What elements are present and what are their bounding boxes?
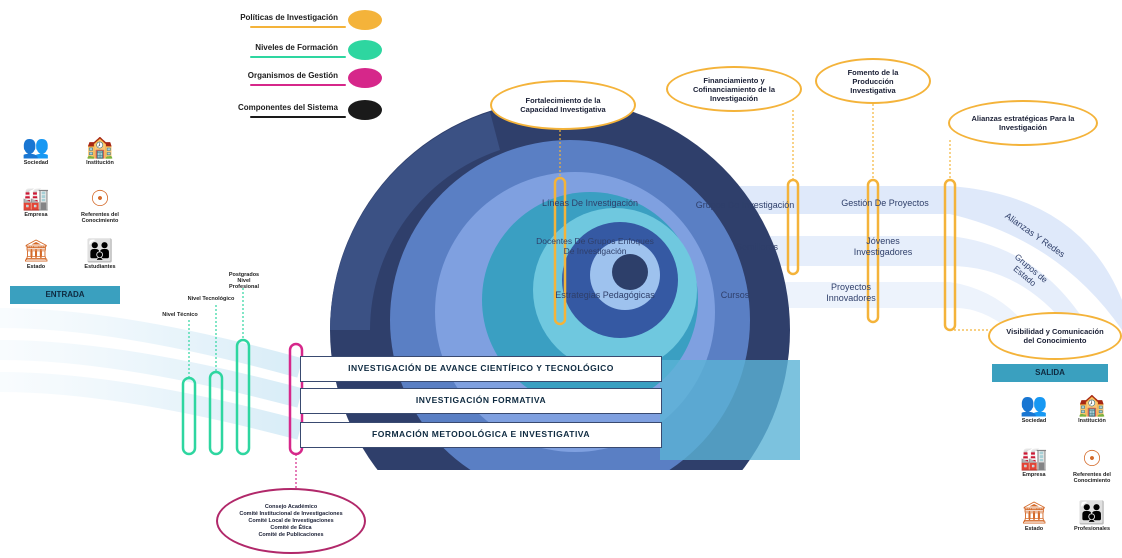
icon-label: Institución [1078,418,1106,424]
policy-tubes [553,176,957,332]
body-consejo: Consejo Académico [264,503,318,510]
label-cursos: Cursos [720,290,750,300]
icon-label: Profesionales [1073,526,1111,532]
label-docentes: Docentes De Grupos Enfoques De Investiga… [536,236,654,256]
entrada-society-icon: 👥 Sociedad [10,134,62,166]
legend-item-politicas: Políticas de Investigación [210,8,382,32]
label-proyectos: Proyectos Innovadores [826,282,876,303]
icon-label: Empresa [1022,472,1046,478]
entrada-state-icon: 🏛 Estado [10,238,62,270]
label-jovenes: Jóvenes Investigadores [853,236,913,257]
band-metodologica: FORMACIÓN METODOLÓGICA E INVESTIGATIVA [300,422,662,448]
entrada-students-icon: 👪 Estudiantes [74,238,126,270]
salida-state-icon: 🏛 Estado [1008,500,1060,532]
label-gestion: Gestión De Proyectos [841,198,929,208]
legend-dot [348,100,382,120]
salida-knowledge-icon: ☉ Referentes del Conocimiento [1066,446,1118,484]
icon-label: Empresa [24,212,48,218]
legend-dot [348,68,382,88]
icon-label: Institución [86,160,114,166]
legend-item-niveles: Niveles de Formación [210,38,382,62]
entry-arcs [0,308,303,440]
entrada-banner: ENTRADA [10,286,120,304]
salida-institution-icon: 🏫 Institución [1066,392,1118,424]
salida-banner: SALIDA [992,364,1108,382]
icon-label: Estudiantes [84,264,116,270]
body-comite-etica: Comité de Ética [270,524,312,531]
legend-item-organismos: Organismos de Gestión [210,66,382,90]
policy-visibilidad: Visibilidad y Comunicación del Conocimie… [988,312,1122,360]
body-comite-institucional: Comité Institucional de Investigaciones [239,510,343,517]
legend-line [250,26,346,28]
label-estrategias: Estrategias Pedagógicas [555,290,655,300]
legend-dot [348,40,382,60]
label-grupos: Grupos De Investigación [695,200,795,210]
legend-item-componentes: Componentes del Sistema [210,98,382,122]
body-comite-local: Comité Local de Investigaciones [248,517,334,524]
entrada-institution-icon: 🏫 Institución [74,134,126,166]
legend-dot [348,10,382,30]
band-avance: INVESTIGACIÓN DE AVANCE CIENTÍFICO Y TEC… [300,356,662,382]
policy-fortalecimiento: Fortalecimiento de la Capacidad Investig… [490,80,636,130]
spiral-arrows [300,100,820,558]
label-lineas: Líneas De Investigación [541,198,639,208]
legend-line [250,84,346,86]
level-label-tecnico: Nivel Técnico [162,312,198,318]
label-semilleros: Semilleros [735,242,778,252]
band-formativa: INVESTIGACIÓN FORMATIVA [300,388,662,414]
level-label-profesional: Postgrados Nivel Profesional [228,272,260,290]
salida-professionals-icon: 👪 Profesionales [1066,500,1118,532]
icon-label: Sociedad [1021,418,1047,424]
policy-alianzas: Alianzas estratégicas Para la Investigac… [948,100,1098,146]
icon-label: Sociedad [23,160,49,166]
policy-financiamiento: Financiamiento y Cofinanciamiento de la … [666,66,802,112]
salida-society-icon: 👥 Sociedad [1008,392,1060,424]
legend-line [250,56,346,58]
legend-label: Componentes del Sistema [237,103,338,112]
entrada-companies-icon: 🏭 Empresa [10,186,62,218]
legend-label: Políticas de Investigación [240,13,338,22]
salida-companies-icon: 🏭 Empresa [1008,446,1060,478]
entrada-knowledge-icon: ☉ Referentes del Conocimiento [74,186,126,224]
level-label-tecnologico: Nivel Tecnológico [187,296,235,302]
icon-label: Referentes del Conocimiento [81,212,119,224]
legend-line [250,116,346,118]
icon-label: Referentes del Conocimiento [1073,472,1111,484]
icon-label: Estado [1024,526,1044,532]
body-comite-publicaciones: Comité de Publicaciones [258,531,324,538]
legend-label: Niveles de Formación [255,43,338,52]
management-bodies: Consejo Académico Comité Institucional d… [216,488,366,554]
icon-label: Estado [26,264,46,270]
legend-label: Organismos de Gestión [247,71,338,80]
policy-fomento: Fomento de la Producción Investigativa [815,58,931,104]
